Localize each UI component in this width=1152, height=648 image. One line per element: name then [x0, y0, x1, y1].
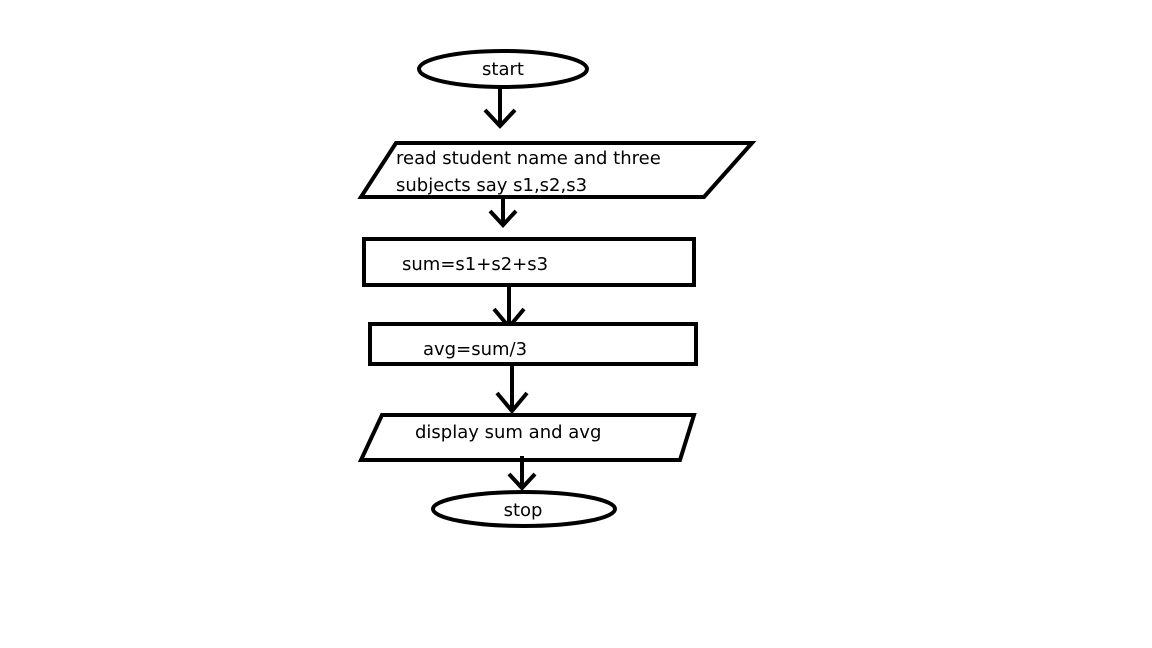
arrow-head: [495, 391, 529, 415]
avg-node: avg=sum/3: [368, 322, 698, 366]
sum-node: sum=s1+s2+s3: [362, 237, 696, 287]
stop-node: stop: [431, 490, 617, 528]
avg-process-box: [368, 322, 698, 366]
avg-label: avg=sum/3: [423, 339, 527, 360]
arrow-sum-to-avg: [492, 285, 526, 331]
start-oval: [417, 49, 589, 89]
arrow-head: [483, 108, 517, 129]
start-label: start: [482, 59, 524, 80]
input-label-line1: read student name and three: [396, 148, 661, 169]
display-label: display sum and avg: [415, 422, 601, 443]
input-parallelogram: [357, 141, 757, 199]
arrow-head: [488, 209, 518, 228]
display-parallelogram: [357, 413, 697, 462]
arrow-input-to-sum: [488, 197, 518, 228]
start-node: start: [417, 49, 589, 89]
input-node: read student name and three subjects say…: [357, 141, 757, 199]
input-label-line2: subjects say s1,s2,s3: [396, 175, 587, 196]
arrow-display-to-stop: [507, 456, 537, 491]
arrow-head: [507, 472, 537, 491]
arrow-avg-to-display: [495, 364, 529, 415]
stop-label: stop: [504, 500, 543, 521]
sum-process-box: [362, 237, 696, 287]
stop-oval: [431, 490, 617, 528]
arrow-start-to-input: [483, 88, 517, 129]
display-node: display sum and avg: [357, 413, 697, 462]
sum-label: sum=s1+s2+s3: [402, 254, 548, 275]
